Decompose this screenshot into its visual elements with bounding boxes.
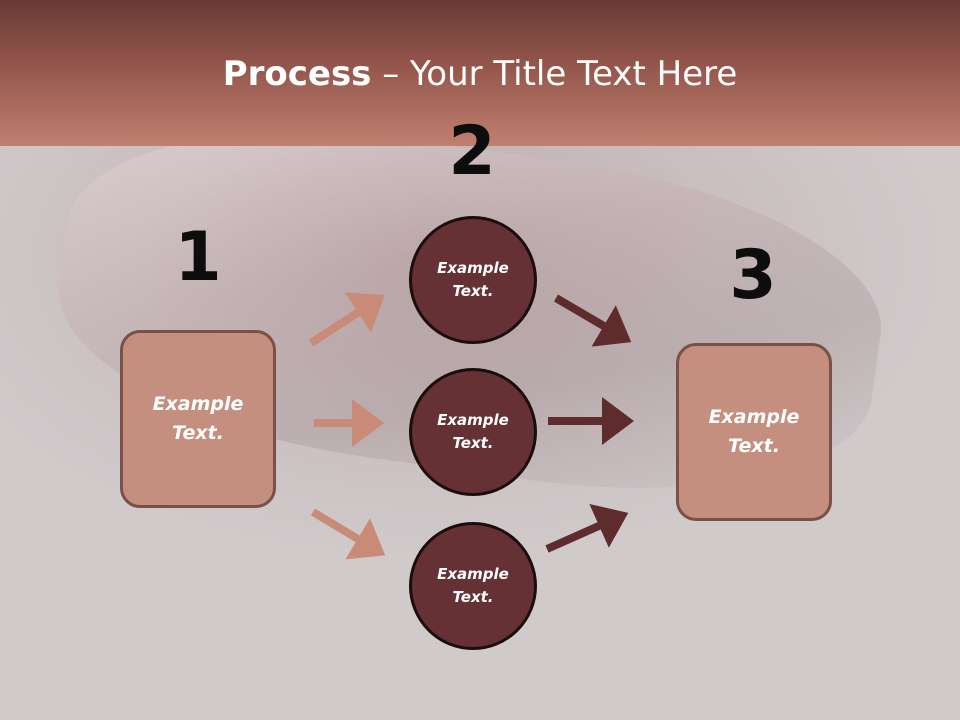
circle-top: Example Text.	[409, 216, 537, 344]
circle-bottom: Example Text.	[409, 522, 537, 650]
circle-top-text: Example Text.	[437, 259, 509, 300]
circle-bottom-text: Example Text.	[437, 565, 509, 606]
step-number-3: 3	[729, 236, 777, 315]
step-number-1: 1	[174, 218, 222, 297]
left-box-text: Example Text.	[152, 393, 244, 444]
circle-middle-text: Example Text.	[437, 411, 509, 452]
right-text-box: Example Text.	[676, 343, 832, 521]
arrow-from-circle-top	[553, 294, 632, 347]
arrow-to-circle-top	[308, 292, 385, 347]
arrow-from-circle-bottom	[545, 503, 629, 553]
title-rest: – Your Title Text Here	[371, 54, 738, 94]
right-box-text: Example Text.	[708, 406, 800, 457]
title-bold: Process	[222, 54, 372, 94]
circle-middle: Example Text.	[409, 368, 537, 496]
left-text-box: Example Text.	[120, 330, 276, 508]
title-bar	[0, 0, 960, 146]
step-number-2: 2	[448, 112, 496, 191]
arrow-to-circle-bottom	[310, 508, 386, 560]
slide-title: Process – Your Title Text Here	[0, 52, 960, 96]
